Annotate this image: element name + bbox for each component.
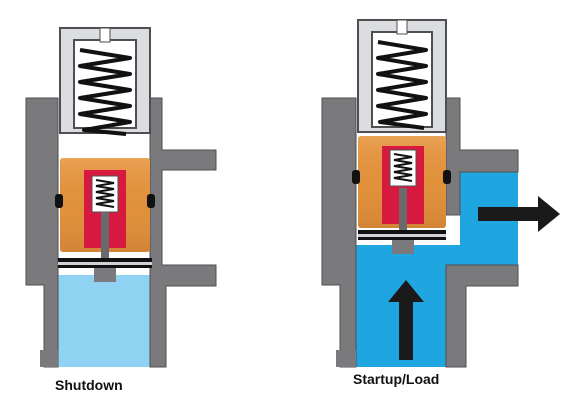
housing-right-wall-upper [445,97,519,216]
spring-cap [357,19,447,133]
valve-stem [399,188,407,236]
seal-left [352,170,360,184]
seal-right [443,170,451,184]
valve-disc-edge [58,262,152,265]
spring-icon [376,40,428,130]
spring-cap-slot [99,27,111,43]
valve-stem [101,212,109,262]
shutdown-valve [25,27,217,368]
seal-right [147,194,155,208]
inlet-fluid [58,275,154,367]
startup-load-caption: Startup/Load [353,371,440,387]
housing-base-left [40,350,58,367]
housing-left-wall [25,97,59,368]
seal-left [55,194,63,208]
shutdown-caption: Shutdown [55,377,123,393]
housing-right-wall-lower [445,264,519,368]
outlet-arrow-icon [478,196,560,232]
valve-disc-edge [358,234,446,237]
spring-cap-slot [396,19,408,35]
housing-left-wall [321,97,357,368]
inner-spring-icon [95,179,115,208]
stem-foot [392,240,414,254]
spring-cap [59,27,151,134]
spring-icon [78,48,132,136]
startup-valve [321,19,560,368]
inner-spring-icon [393,153,413,182]
housing-right-wall [149,97,217,368]
fluid-body [356,172,518,367]
stem-foot [94,268,116,282]
housing-base-left [336,350,356,367]
inlet-arrow-icon [388,280,424,360]
